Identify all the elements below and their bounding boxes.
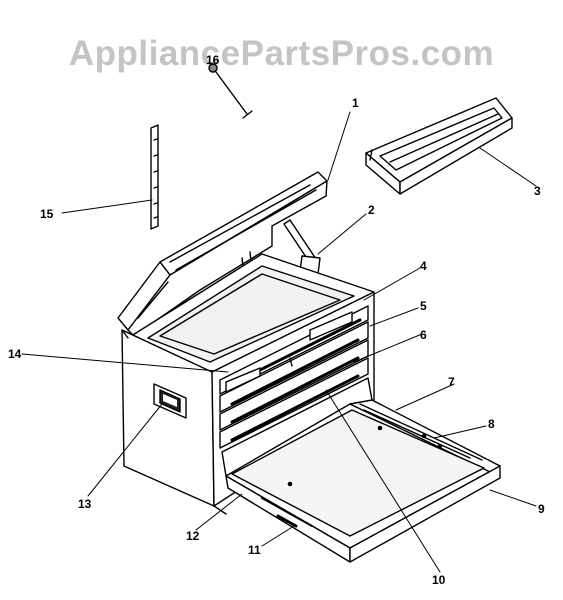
callout-11: 11 <box>248 543 261 557</box>
callout-12: 12 <box>186 529 200 543</box>
callout-8: 8 <box>488 417 495 431</box>
callout-2: 2 <box>368 203 375 217</box>
callout-15: 15 <box>40 207 54 221</box>
part-15-hinge <box>150 124 159 230</box>
callout-7: 7 <box>448 375 455 389</box>
leader-lines <box>21 111 537 573</box>
part-13-handle <box>153 383 187 419</box>
drawers <box>219 305 369 449</box>
part-3-tray <box>365 97 513 195</box>
callout-9: 9 <box>538 502 545 516</box>
callout-3: 3 <box>534 184 541 198</box>
bottom-drawer <box>221 377 501 563</box>
callout-1: 1 <box>352 96 359 110</box>
part-1-lid <box>117 171 328 337</box>
callout-6: 6 <box>420 328 427 342</box>
callout-14: 14 <box>8 347 22 361</box>
callout-13: 13 <box>78 497 92 511</box>
callout-4: 4 <box>420 259 427 273</box>
callout-5: 5 <box>420 299 427 313</box>
chest-top <box>127 253 375 373</box>
callout-10: 10 <box>432 573 446 587</box>
part-16-screw <box>208 63 253 119</box>
watermark-text: AppliancePartsPros.com <box>68 34 495 73</box>
callout-16: 16 <box>206 53 220 67</box>
